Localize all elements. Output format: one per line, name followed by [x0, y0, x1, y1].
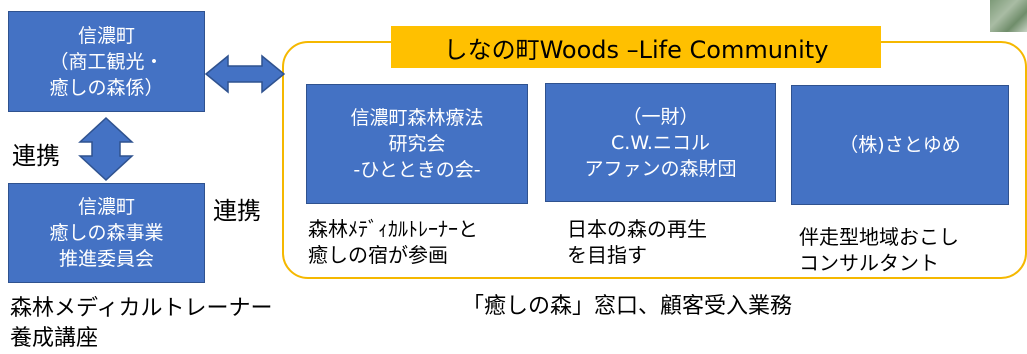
member-desc-3: 伴走型地域おこし コンサルタント	[799, 224, 959, 276]
link-label-vertical: 連携	[12, 142, 60, 170]
forest-therapy-society-box: 信濃町森林療法 研究会 -ひとときの会-	[306, 84, 528, 204]
vertical-double-arrow	[78, 116, 134, 182]
window-label: 「癒しの森」窓口、顧客受入業務	[462, 294, 793, 319]
link-label-horizontal: 連携	[213, 197, 261, 225]
box-line: 信濃町	[77, 196, 135, 218]
healing-forest-committee-box: 信濃町 癒しの森事業 推進委員会	[8, 183, 205, 283]
box-line: 研究会	[388, 133, 446, 155]
box-line: 癒しの森事業	[49, 222, 164, 244]
afan-forest-foundation-box: （一財） C.W.ニコル アファンの森財団	[545, 83, 776, 202]
box-line: アファンの森財団	[584, 157, 737, 180]
box-line: 推進委員会	[58, 248, 154, 270]
desc-line: 伴走型地域おこし	[799, 225, 959, 249]
satoyume-box: （株)さとゆめ	[791, 85, 1009, 205]
trainer-course-line-2: 養成講座	[10, 326, 99, 351]
desc-line: 森林ﾒﾃﾞｨｶﾙﾄﾚｰﾅｰと	[308, 217, 478, 241]
box-line: 信濃町	[77, 24, 135, 47]
member-desc-1: 森林ﾒﾃﾞｨｶﾙﾄﾚｰﾅｰと 癒しの宿が参画	[308, 216, 478, 268]
desc-line: 癒しの宿が参画	[308, 243, 448, 267]
box-line: （商工観光・	[49, 50, 164, 73]
member-desc-2: 日本の森の再生 を目指す	[567, 216, 707, 268]
community-title: しなの町Woods –Life Community	[391, 26, 881, 68]
box-line: -ひとときの会-	[353, 159, 481, 181]
desc-line: コンサルタント	[799, 251, 939, 275]
box-line: 信濃町森林療法	[350, 107, 484, 129]
box-line: C.W.ニコル	[611, 131, 710, 154]
desc-line: 日本の森の再生	[567, 217, 707, 241]
desc-line: を目指す	[567, 243, 647, 267]
box-line: （株)さとゆめ	[839, 134, 961, 156]
box-line: （一財）	[622, 105, 699, 128]
photo-fragment	[990, 0, 1027, 32]
shinano-town-office-box: 信濃町 （商工観光・ 癒しの森係）	[8, 11, 205, 112]
horizontal-double-arrow	[204, 54, 286, 94]
box-line: 癒しの森係）	[49, 76, 164, 99]
trainer-course-line-1: 森林メディカルトレーナー	[10, 296, 273, 321]
